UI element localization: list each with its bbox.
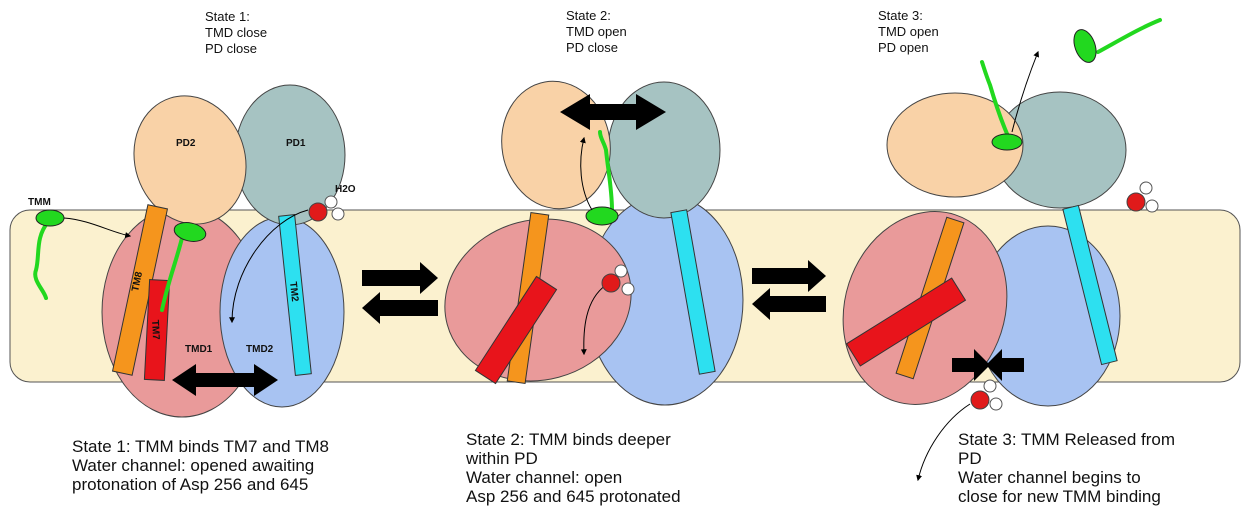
caption-line: Water channel: opened awaiting (72, 456, 329, 475)
caption-line: close for new TMM binding (958, 487, 1175, 506)
caption-line: State 2: TMM binds deeper (466, 430, 681, 449)
pd1-label: PD1 (286, 138, 306, 149)
header-line: TMD open (878, 24, 939, 40)
state-2-caption: State 2: TMM binds deeper within PD Wate… (466, 430, 681, 506)
caption-line: within PD (466, 449, 681, 468)
header-line: State 1: (205, 9, 267, 25)
header-line: PD close (205, 41, 267, 57)
tmm-headgroup-bound (992, 134, 1022, 150)
caption-line: Water channel: open (466, 468, 681, 487)
header-line: PD open (878, 40, 939, 56)
tmm-headgroup-bound (586, 207, 618, 225)
header-line: PD close (566, 40, 627, 56)
water-molecule-outside (1127, 182, 1158, 212)
tm2-label: TM2 (287, 281, 300, 302)
state-3-header: State 3: TMD open PD open (878, 8, 939, 56)
tmd2-label: TMD2 (246, 344, 274, 355)
caption-line: PD (958, 449, 1175, 468)
h2o-label: H2O (335, 184, 356, 195)
tmd1-label: TMD1 (185, 344, 213, 355)
tmm-chain-released (1098, 20, 1160, 52)
state-1-caption: State 1: TMM binds TM7 and TM8 Water cha… (72, 437, 329, 494)
state-1-header: State 1: TMD close PD close (205, 9, 267, 57)
state-2-header: State 2: TMD open PD close (566, 8, 627, 56)
state-3-caption: State 3: TMM Released from PD Water chan… (958, 430, 1175, 506)
caption-line: State 1: TMM binds TM7 and TM8 (72, 437, 329, 456)
tmm-headgroup-released (1070, 27, 1100, 66)
tmm-headgroup-free (36, 210, 64, 226)
caption-line: State 3: TMM Released from (958, 430, 1175, 449)
pd2-domain (492, 73, 621, 218)
caption-line: Asp 256 and 645 protonated (466, 487, 681, 506)
water-molecule-exiting (971, 380, 1002, 410)
header-line: TMD close (205, 25, 267, 41)
header-line: State 3: (878, 8, 939, 24)
pd2-label: PD2 (176, 138, 196, 149)
tm7-label: TM7 (149, 320, 161, 341)
pd1-domain (608, 82, 720, 218)
caption-line: protonation of Asp 256 and 645 (72, 475, 329, 494)
caption-line: Water channel begins to (958, 468, 1175, 487)
header-line: State 2: (566, 8, 627, 24)
header-line: TMD open (566, 24, 627, 40)
tmm-label: TMM (28, 197, 51, 208)
